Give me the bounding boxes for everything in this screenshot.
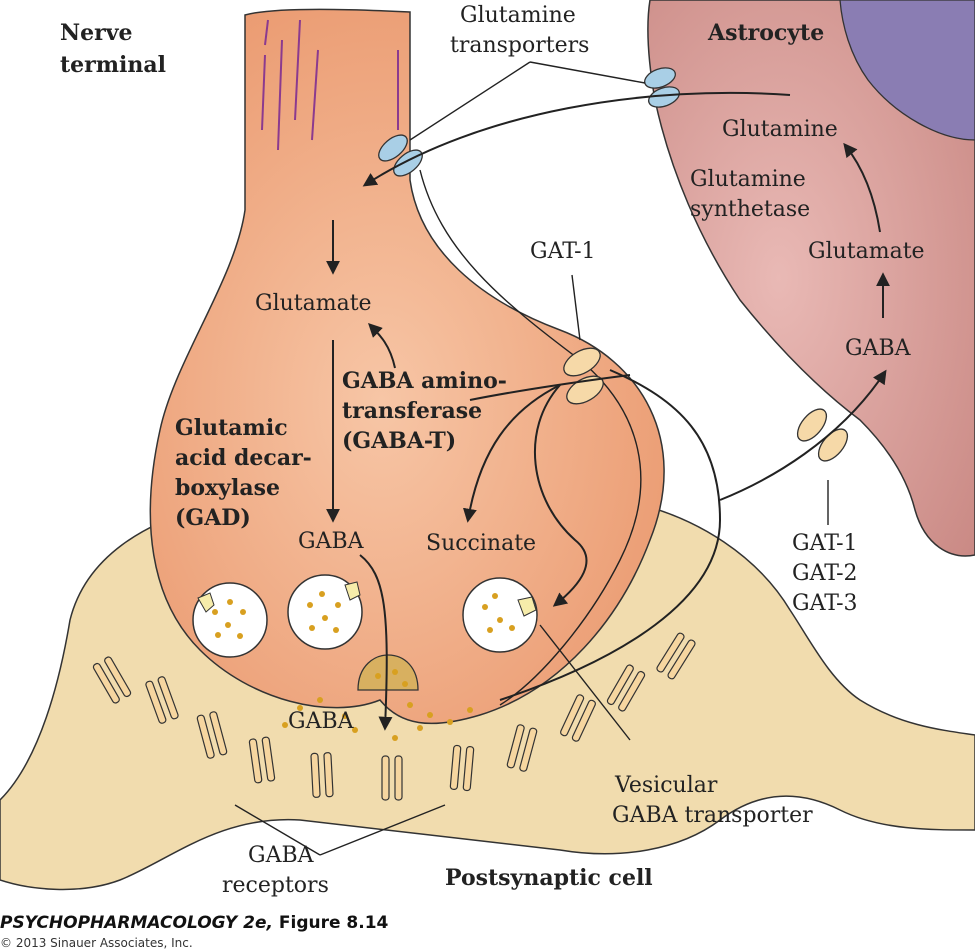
nerve-terminal-inner-contour (419, 169, 642, 706)
gat1-top-label: GAT-1 (530, 239, 596, 264)
gaba-receptor (196, 711, 228, 759)
gaba-nerve-label: GABA (298, 529, 365, 554)
gaba-receptors-label: GABA (248, 843, 315, 868)
gad-label-line4: (GAD) (175, 505, 251, 531)
gad-label: Glutamic (175, 415, 288, 441)
leader-lines (234, 61, 829, 856)
gaba-receptor (92, 656, 132, 704)
gaba-receptors (92, 632, 696, 801)
pathway-arrows (326, 91, 890, 731)
succinate-label: Succinate (426, 531, 536, 556)
glutamine-transporters-label: Glutamine (460, 3, 576, 28)
nerve-terminal-label-line2: terminal (60, 52, 166, 78)
figure-caption: PSYCHOPHARMACOLOGY 2e, Figure 8.14 (0, 913, 389, 933)
glutamine-transport-arrow (362, 91, 791, 187)
glutamine-label: Glutamine (722, 117, 838, 142)
cleft-to-astrocyte-arrow (719, 369, 887, 501)
figure-caption-book: PSYCHOPHARMACOLOGY 2e, (0, 913, 273, 933)
gaba-astrocyte-label: GABA (845, 336, 912, 361)
axon-streaks (261, 19, 399, 151)
vesicular-gaba-transporter-label-line2: GABA transporter (612, 803, 813, 828)
figure-caption-figure: Figure 8.14 (273, 913, 389, 933)
gat-list-label: GAT-1 (792, 531, 858, 556)
glutamine-transporter-astrocyte (644, 67, 680, 108)
gaba-receptor (381, 755, 403, 801)
to-succinate-arrow (462, 384, 561, 523)
glutamine-transporters-label-line2: transporters (450, 33, 589, 58)
synaptic-vesicle (192, 582, 268, 658)
gaba-release-arrow (359, 554, 393, 731)
astrocyte-label: Astrocyte (707, 20, 824, 46)
gaba-t-label-line3: (GABA-T) (342, 428, 456, 454)
gaba-receptor (449, 744, 475, 792)
glutamine-synthetase-arrow (843, 142, 881, 233)
cleft-to-gat1-loop (499, 369, 722, 701)
postsynaptic-cell-label: Postsynaptic cell (445, 865, 653, 891)
gaba-receptor (606, 664, 646, 712)
glutamine-synthetase-label: Glutamine (690, 167, 806, 192)
gaba-t-label: GABA amino- (342, 368, 507, 394)
gaba-cleft-label: GABA (288, 709, 355, 734)
gad-label-line3: boxylase (175, 475, 280, 501)
gaba-receptor (506, 724, 538, 772)
vesicular-gaba-transporter-label: Vesicular (614, 773, 718, 798)
gaba-t-arrow (368, 323, 396, 369)
gaba-receptor (656, 632, 696, 680)
gad-label-line2: acid decar- (175, 445, 312, 471)
gaba-t-label-line2: transferase (342, 398, 482, 424)
to-vesicle-arrow (533, 384, 588, 607)
nerve-terminal-label: Nerve (60, 20, 132, 46)
glutamine-synthetase-label-line2: synthetase (690, 197, 810, 222)
copyright-notice: © 2013 Sinauer Associates, Inc. (0, 936, 193, 950)
glutamate-astrocyte-label: Glutamate (808, 239, 925, 264)
synaptic-vesicle (287, 574, 363, 650)
glutamate-nerve-label: Glutamate (255, 291, 372, 316)
gaba-receptors-label-line2: receptors (222, 873, 329, 898)
gaba-receptor (248, 736, 276, 784)
gat-list-label-line2: GAT-2 (792, 561, 858, 586)
gat-list-label-line3: GAT-3 (792, 591, 858, 616)
astrocyte-nucleus (839, 0, 975, 141)
nerve-terminal-cell (149, 8, 665, 725)
gaba-receptor (310, 752, 334, 798)
gaba-receptor (560, 694, 596, 742)
fusing-vesicle (282, 654, 473, 741)
gaba-receptor (145, 676, 179, 724)
synaptic-vesicle (462, 577, 538, 653)
gaba-uptake-arrow (469, 374, 631, 401)
